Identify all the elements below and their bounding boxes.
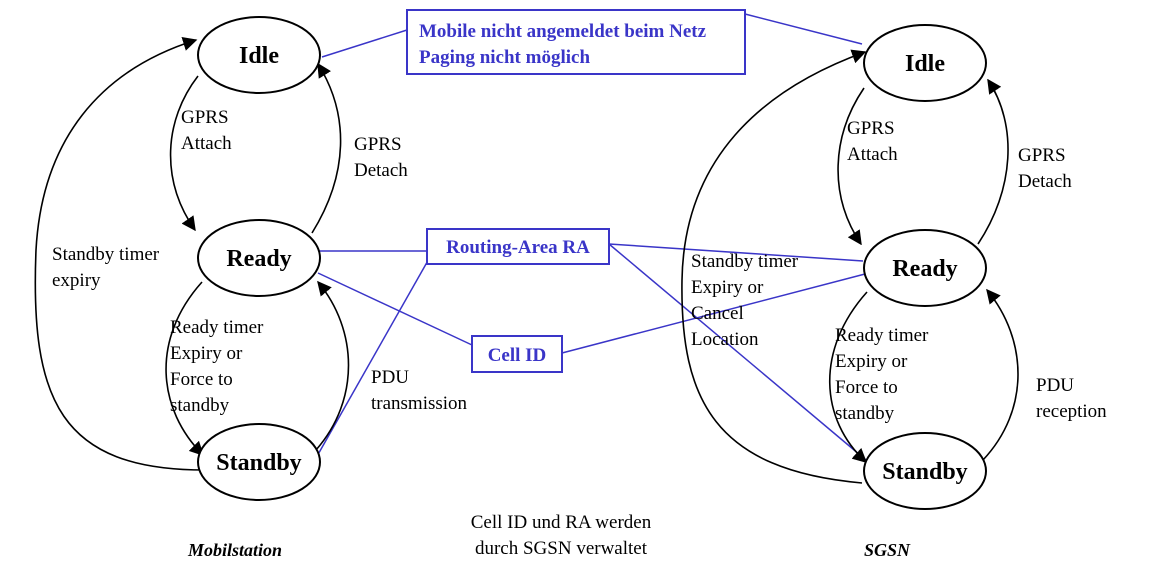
arrow-sgsn-detach — [977, 78, 1009, 245]
annotation-connectors — [315, 13, 867, 461]
not-registered-line-1: Mobile nicht angemeldet beim Netz — [419, 21, 707, 42]
sgsn-standby-timer-line-1: Standby timer — [691, 251, 799, 272]
captions: Cell ID und RA werden durch SGSN verwalt… — [187, 512, 911, 560]
sgsn-standby-state — [863, 432, 987, 510]
sgsn-machine: Idle Ready Standby GPRS Attach GPRS Deta… — [681, 24, 1107, 510]
ms-pdu-line-2: transmission — [371, 393, 468, 414]
connector-idle-ms-note — [321, 29, 408, 58]
mobilstation-title: Mobilstation — [187, 540, 282, 560]
ms-detach-line-2: Detach — [354, 160, 408, 181]
sgsn-ready-timer-line-4: standby — [835, 403, 895, 424]
sgsn-standby-timer-line-4: Location — [691, 329, 759, 350]
sgsn-pdu-line-1: PDU — [1036, 375, 1074, 396]
arrow-ms-attach — [169, 75, 199, 232]
ms-standby-state — [197, 423, 321, 501]
sgsn-standby-timer-line-2: Expiry or — [691, 277, 764, 298]
arrow-sgsn-pdu — [982, 288, 1019, 461]
arrow-ms-detach — [311, 62, 342, 234]
ms-pdu-line-1: PDU — [371, 367, 409, 388]
sgsn-ready-label: Ready — [892, 256, 957, 282]
sgsn-detach-line-1: GPRS — [1018, 145, 1066, 166]
ms-detach-line-1: GPRS — [354, 134, 402, 155]
connector-note-idle-sgsn — [744, 13, 863, 45]
ms-standby-label: Standby — [216, 450, 301, 476]
sgsn-ready-state — [863, 229, 987, 307]
ms-idle-label: Idle — [239, 43, 279, 69]
footnote-line-2: durch SGSN verwaltet — [475, 538, 648, 559]
cell-id-label: Cell ID — [488, 345, 547, 366]
arrow-sgsn-ready-timer — [829, 291, 868, 463]
ms-ready-timer-line-3: Force to — [170, 369, 233, 390]
ms-attach-line-1: GPRS — [181, 107, 229, 128]
connector-standby-ms-ra — [315, 256, 431, 459]
connector-ra-ready-sgsn — [608, 243, 864, 262]
not-registered-box — [406, 9, 746, 75]
mobilstation-machine: Idle Ready Standby GPRS Attach GPRS Deta… — [34, 16, 468, 501]
arrow-ms-ready-timer — [165, 281, 205, 457]
sgsn-standby-timer-line-3: Cancel — [691, 303, 744, 324]
sgsn-idle-label: Idle — [905, 51, 945, 77]
sgsn-ready-timer-line-3: Force to — [835, 377, 898, 398]
arrow-sgsn-attach — [837, 87, 865, 246]
ms-ready-label: Ready — [226, 246, 291, 272]
ms-standby-timer-line-2: expiry — [52, 270, 101, 291]
routing-area-box — [426, 228, 610, 265]
sgsn-pdu-line-2: reception — [1036, 401, 1107, 422]
ms-ready-timer-line-1: Ready timer — [170, 317, 264, 338]
ms-standby-timer-line-1: Standby timer — [52, 244, 160, 265]
routing-area-label: Routing-Area RA — [446, 237, 590, 258]
sgsn-standby-label: Standby — [882, 459, 967, 485]
connector-ra-standby-sgsn — [608, 243, 867, 461]
ms-ready-timer-line-2: Expiry or — [170, 343, 243, 364]
arrow-ms-standby-timer — [34, 37, 206, 471]
ms-ready-state — [197, 219, 321, 297]
footnote-line-1: Cell ID und RA werden — [471, 512, 652, 533]
not-registered-line-2: Paging nicht möglich — [419, 47, 590, 68]
sgsn-title: SGSN — [864, 540, 911, 560]
arrow-sgsn-standby-timer — [681, 49, 867, 484]
cell-id-box — [471, 335, 563, 373]
arrow-ms-pdu — [315, 280, 350, 451]
connector-cell-ready-sgsn — [561, 273, 866, 354]
sgsn-detach-line-2: Detach — [1018, 171, 1072, 192]
sgsn-attach-line-2: Attach — [847, 144, 898, 165]
connector-ready-ms-cell — [317, 272, 473, 346]
ms-attach-line-2: Attach — [181, 133, 232, 154]
sgsn-ready-timer-line-1: Ready timer — [835, 325, 929, 346]
sgsn-ready-timer-line-2: Expiry or — [835, 351, 908, 372]
sgsn-attach-line-1: GPRS — [847, 118, 895, 139]
sgsn-idle-state — [863, 24, 987, 102]
annotation-boxes: Mobile nicht angemeldet beim Netz Paging… — [406, 9, 746, 373]
ms-ready-timer-line-4: standby — [170, 395, 230, 416]
ms-idle-state — [197, 16, 321, 94]
